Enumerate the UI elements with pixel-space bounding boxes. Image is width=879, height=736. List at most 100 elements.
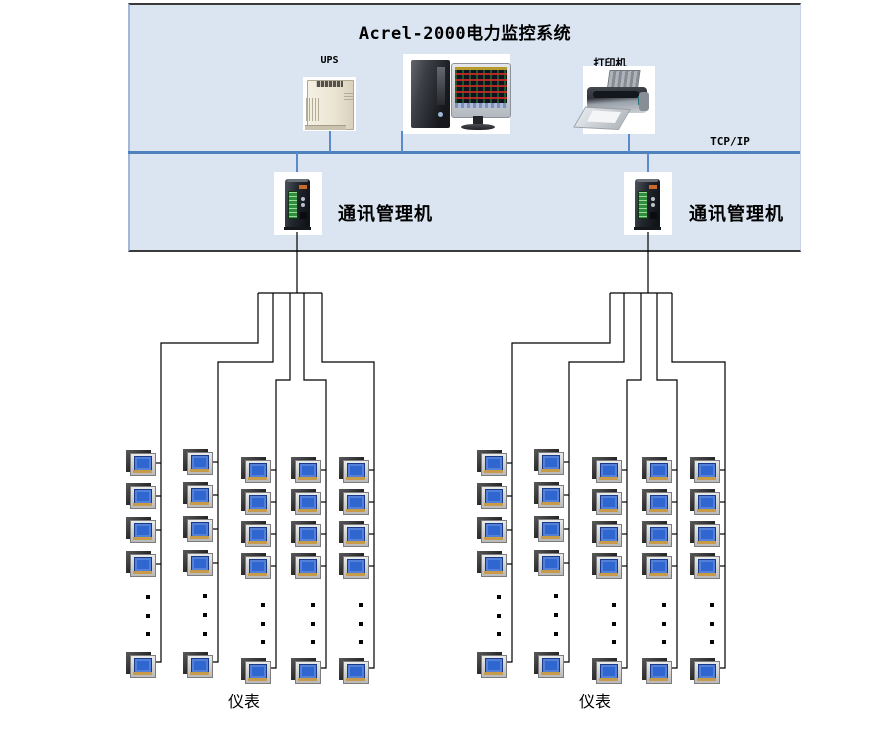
pc-tower — [411, 60, 450, 128]
meter-screen — [542, 488, 560, 503]
meter-screen — [249, 463, 267, 478]
meter-face — [481, 554, 507, 577]
ups-label: UPS — [320, 55, 339, 66]
tcpip-label: TCP/IP — [710, 135, 750, 148]
meter-face — [596, 492, 622, 515]
meter-face — [295, 524, 321, 547]
comm-port-icon — [301, 197, 305, 201]
meter-back — [642, 658, 667, 680]
meter-icon — [183, 482, 213, 508]
meter-back — [126, 483, 151, 505]
meter-icon — [592, 457, 622, 483]
meter-face — [130, 554, 156, 577]
wire — [303, 293, 327, 669]
meter-screen — [134, 523, 152, 538]
pc-screen — [455, 67, 507, 108]
meter-strip — [697, 541, 716, 544]
meter-screen — [485, 456, 503, 471]
meter-strip — [484, 503, 503, 506]
meter-strip — [190, 570, 209, 573]
ellipsis-dot — [359, 640, 363, 644]
meter-icon — [477, 551, 507, 577]
meter-icon — [126, 450, 156, 476]
meter-screen — [347, 463, 365, 478]
meter-face — [187, 452, 213, 475]
comm-manager-left-icon — [274, 172, 322, 235]
meter-icon — [477, 450, 507, 476]
meter-back — [291, 553, 316, 575]
meter-face — [538, 655, 564, 678]
comm-orange-tag — [299, 185, 307, 189]
meter-strip — [133, 571, 152, 574]
meter-icon — [690, 521, 720, 547]
meter-strip — [649, 573, 668, 576]
meters-group-label: 仪表 — [578, 692, 611, 711]
meter-strip — [599, 678, 618, 681]
meter-icon — [592, 658, 622, 684]
comm-port-icon — [301, 203, 305, 207]
meter-screen — [249, 559, 267, 574]
comm-manager-left-connector-line — [296, 153, 298, 181]
meter-strip — [484, 672, 503, 675]
meter-face — [295, 460, 321, 483]
meter-strip — [190, 469, 209, 472]
meter-screen — [650, 527, 668, 542]
meter-screen — [299, 463, 317, 478]
meter-icon — [690, 553, 720, 579]
ellipsis-dot — [261, 622, 265, 626]
meter-icon — [291, 521, 321, 547]
meter-icon — [339, 457, 369, 483]
meter-screen — [542, 455, 560, 470]
comm-base — [634, 227, 661, 230]
ellipsis-dot — [146, 632, 150, 636]
meter-strip — [599, 541, 618, 544]
comm-base — [284, 227, 311, 230]
meter-screen — [191, 556, 209, 571]
ups-vent-slot — [316, 81, 343, 87]
meter-icon — [241, 521, 271, 547]
meter-icon — [534, 482, 564, 508]
wire — [155, 293, 259, 663]
meter-strip — [248, 541, 267, 544]
meter-face — [646, 661, 672, 684]
meter-icon — [339, 489, 369, 515]
wire — [212, 293, 274, 663]
comm-manager-right-label: 通讯管理机 — [689, 204, 784, 225]
meter-face — [481, 520, 507, 543]
ellipsis-dot — [311, 603, 315, 607]
meter-screen — [698, 495, 716, 510]
meter-strip — [541, 570, 560, 573]
ellipsis-dot — [203, 632, 207, 636]
meter-icon — [477, 483, 507, 509]
meter-screen — [299, 527, 317, 542]
comm-socket — [300, 212, 307, 219]
meter-icon — [291, 457, 321, 483]
meter-icon — [477, 517, 507, 543]
meter-face — [694, 524, 720, 547]
meters-group-label: 仪表 — [227, 692, 260, 711]
meter-back — [534, 482, 559, 504]
meter-icon — [339, 553, 369, 579]
meter-icon — [534, 516, 564, 542]
meter-back — [339, 489, 364, 511]
meter-screen — [600, 495, 618, 510]
meter-back — [690, 553, 715, 575]
meter-back — [592, 658, 617, 680]
meter-strip — [697, 477, 716, 480]
meter-back — [126, 517, 151, 539]
meter-strip — [248, 477, 267, 480]
ellipsis-dot — [662, 622, 666, 626]
meter-strip — [541, 502, 560, 505]
meter-back — [592, 553, 617, 575]
meter-face — [646, 556, 672, 579]
meter-screen — [542, 658, 560, 673]
meter-strip — [649, 509, 668, 512]
meter-strip — [541, 536, 560, 539]
meter-strip — [649, 678, 668, 681]
meter-back — [477, 483, 502, 505]
ups-icon — [303, 77, 356, 131]
comm-port-icon — [651, 203, 655, 207]
meter-screen — [698, 527, 716, 542]
meter-screen — [134, 658, 152, 673]
meter-face — [187, 519, 213, 542]
